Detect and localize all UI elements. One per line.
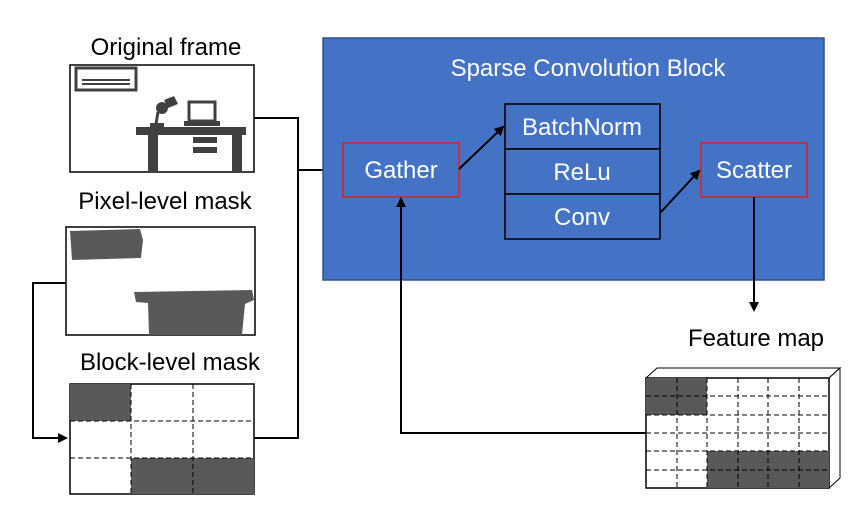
connector-pixel-to-block-mask [32, 282, 68, 443]
conv-label: Conv [554, 204, 610, 231]
scatter-node [700, 142, 808, 198]
pixel-level-mask-image [65, 226, 256, 336]
feature-map-grid [644, 366, 842, 490]
connector-frame-to-gather [254, 117, 340, 439]
gather-node [342, 142, 460, 198]
block-level-mask-grid [69, 383, 255, 495]
gather-label: Gather [364, 157, 437, 184]
block-mask-label: Block-level mask [80, 349, 261, 376]
desk-lamp-icon [150, 96, 178, 127]
original-frame-image [69, 64, 255, 173]
batchnorm-label: BatchNorm [522, 114, 642, 141]
conv-layer [504, 193, 661, 240]
arrow-feature-map-to-gather [396, 197, 646, 434]
layer-stack: BatchNorm ReLu Conv [504, 103, 661, 240]
relu-label: ReLu [553, 159, 610, 186]
laptop-icon [184, 100, 220, 126]
arrow-conv-to-scatter [659, 169, 701, 214]
block-title: Sparse Convolution Block [451, 55, 727, 82]
desk-icon [136, 127, 246, 172]
scatter-label: Scatter [716, 157, 792, 184]
pixel-mask-label: Pixel-level mask [78, 188, 252, 215]
original-frame-label: Original frame [91, 34, 242, 61]
relu-layer [504, 148, 661, 195]
feature-map-label: Feature map [688, 325, 824, 352]
arrow-gather-to-batchnorm [458, 125, 505, 170]
air-conditioner-icon [74, 66, 138, 92]
